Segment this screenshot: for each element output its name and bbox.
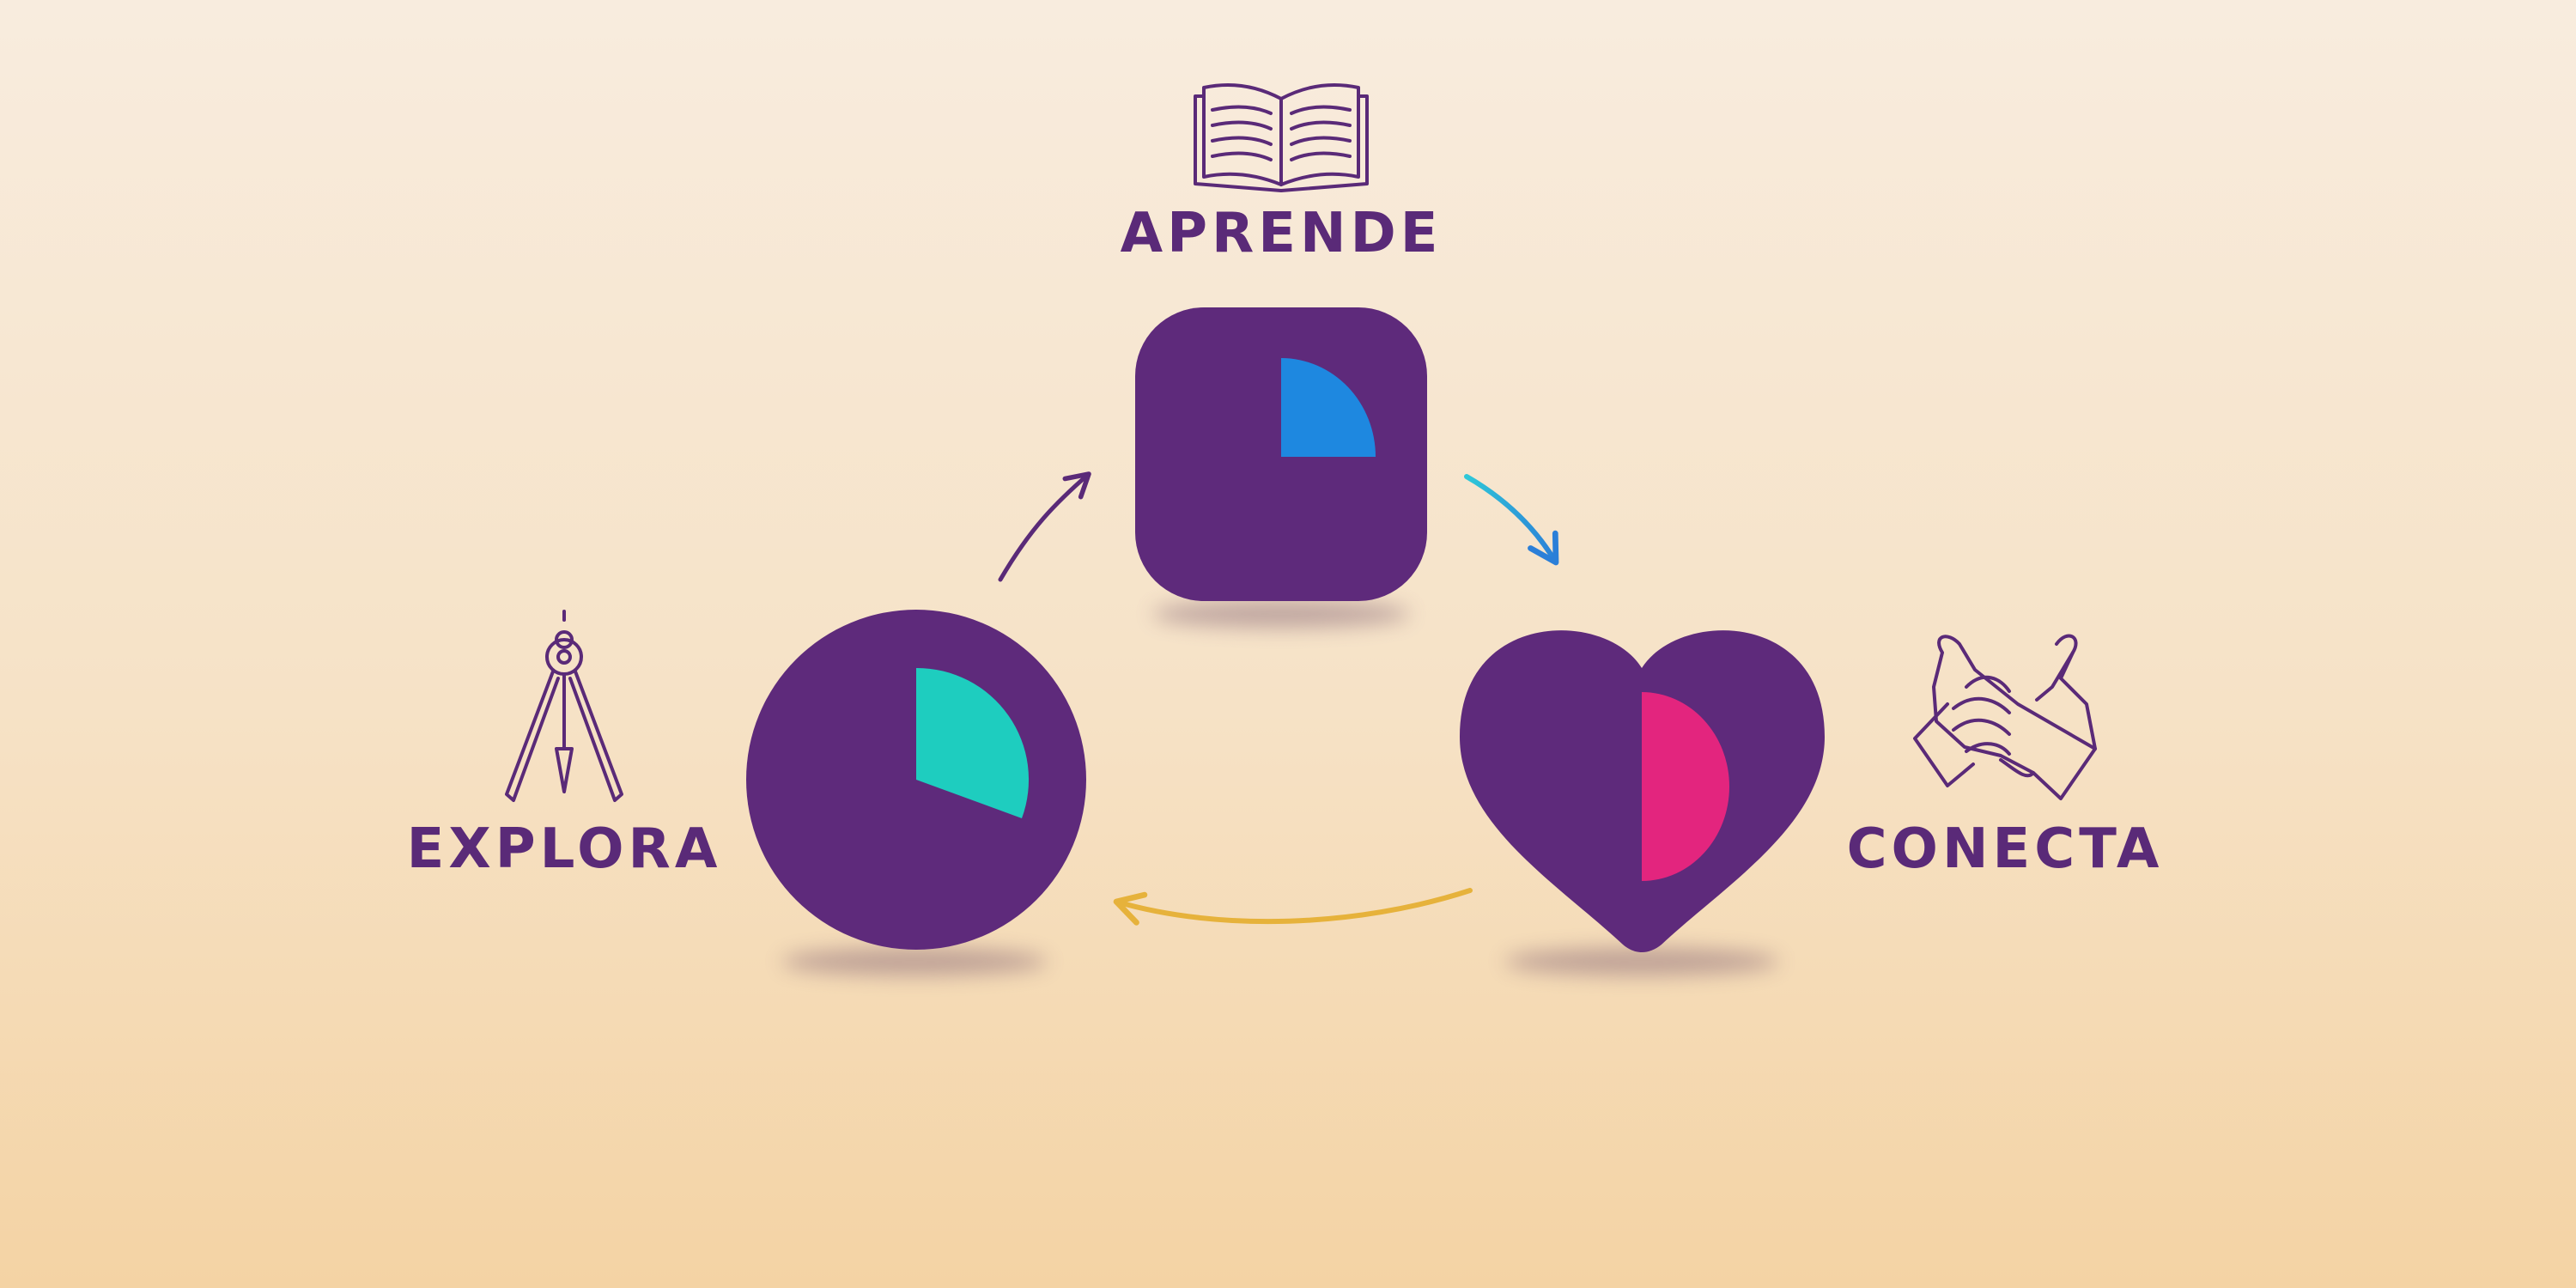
arrow-learn-to-connect (1464, 474, 1559, 566)
learn-quarter-segment (1281, 358, 1376, 457)
connect-shape-shadow (1504, 948, 1779, 975)
learn-step: APRENDE (1121, 82, 1443, 628)
open-book-icon (1194, 82, 1369, 192)
explore-pie-segment (916, 667, 1030, 818)
connect-label: CONECTA (1847, 817, 2164, 881)
explore-step: EXPLORA (407, 610, 1086, 975)
explore-shape-shadow (781, 948, 1048, 975)
connect-step: CONECTA (1460, 630, 2164, 975)
handshake-icon (1913, 634, 2097, 800)
arrow-explore-to-learn (998, 471, 1091, 582)
learn-label: APRENDE (1121, 202, 1443, 265)
compass-icon (505, 610, 623, 802)
explore-label: EXPLORA (407, 817, 722, 881)
arrow-connect-to-explore (1113, 888, 1473, 926)
learn-shape-shadow (1152, 600, 1410, 628)
connect-half-disc (1642, 692, 1729, 881)
